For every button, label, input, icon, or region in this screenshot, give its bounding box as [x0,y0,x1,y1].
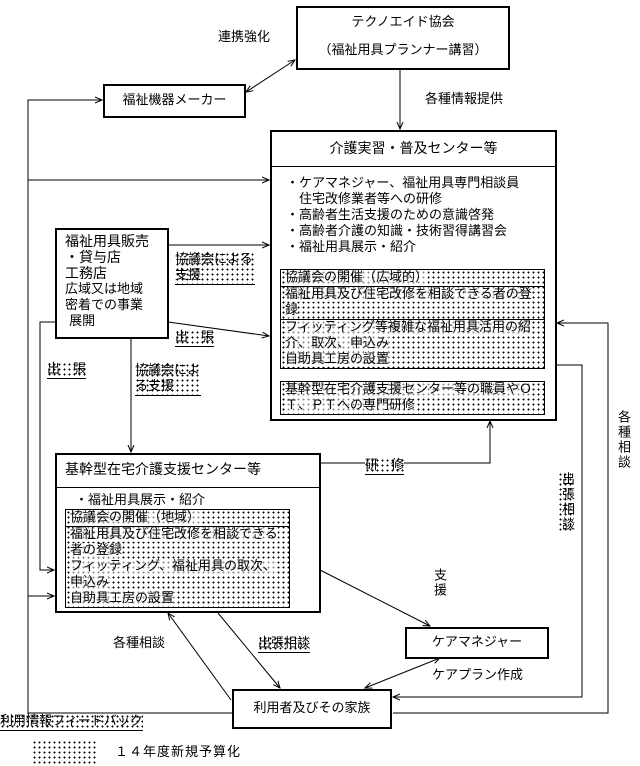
kyogikai-support-label-1: 協議会による支援 [175,252,255,285]
shop-line: 密着での事業 [65,298,144,313]
feedback-label: 利用情報フィードバック [0,714,143,731]
shop-line: ・貸与店 [65,250,121,266]
kaigo-bullet: ・福祉用具展示・紹介 [286,240,417,255]
kaigo-new-items: 協議会の開催（広域的） 福祉用具及び住宅改修を相談できる者の登録 フィッティング… [280,269,545,369]
kaigo-bullet: ・高齢者介護の知識・技術習得講習会 [286,224,508,239]
kaigo-bullet: 住宅改修業者等への研修 [286,192,443,207]
new-item: 協議会の開催（地域） [70,510,201,525]
new-item: フィッティング、福祉用具の取次、申込み [70,559,277,590]
shucho-sodan-right-label: 出張相談 [558,472,574,532]
kenshu-arrow [320,421,490,464]
new-item: 協議会の開催（広域的） [285,270,429,285]
new-item: 福祉用具及び住宅改修を相談できる者の登録 [285,287,532,318]
shutcho-label-2: 出 張 [47,362,87,379]
careplan-label: ケアプラン作成 [432,668,524,683]
care-manager-label: ケアマネジャー [431,635,523,650]
kaigo-new-items-2: 基幹型在宅介護支援センター等の職員やＯＴ、ＰＴへの専門研修 [280,381,545,415]
renkei-label: 連携強化 [218,30,271,45]
kakushu-sodan-left-label: 各種相談 [113,636,166,651]
shop-line: 福祉用具販売 [65,234,149,250]
info-label: 各種情報提供 [425,92,504,107]
maker-label: 福祉機器メーカー [122,93,227,108]
shien-arrow [319,569,430,626]
new-item: 自助具工房の設置 [285,352,390,367]
shop-line: 広域又は地域 [65,282,144,297]
kakushu-sodan-arrow [168,613,232,701]
kakushu-sodan-right-label: 各種相談 [615,410,630,470]
new-item: フィッティング等複雑な福祉用具活用の紹介、取次、申込み [285,320,531,351]
kyogikai-support-label-2: 協議会による支援 [135,363,201,396]
left-outer-line [27,100,102,716]
kikan-center-title: 基幹型在宅介護支援センター等 [57,455,319,488]
shop-box: 福祉用具販売 ・貸与店 工務店 広域又は地域 密着での事業 展開 [55,228,169,339]
kaigo-center-box: 介護実習・普及センター等 ・ケアマネジャー、福祉用具専門相談員 住宅改修業者等へ… [270,130,557,421]
careplan-link [365,658,440,688]
shop-left-arrow [39,321,55,570]
new-item: 自助具工房の設置 [70,591,175,606]
care-manager-box: ケアマネジャー [405,627,549,659]
user-family-box: 利用者及びその家族 [232,689,392,729]
shop-line: 工務店 [65,266,107,282]
user-family-label: 利用者及びその家族 [253,701,371,716]
shucho-sodan-arrow [217,612,280,688]
maker-box: 福祉機器メーカー [103,84,246,118]
technoaid-title: テクノエイド協会 [351,15,455,30]
technoaid-subtitle: （福祉用具プランナー講習） [318,43,488,58]
shien-label: 支援 [431,568,446,598]
right-outer-arrow [393,323,609,714]
kenshu-label: 研 修 [365,458,405,475]
kikan-bullet: ・福祉用具展示・紹介 [75,493,206,508]
shucho-sodan-left-label: 出張相談 [258,636,311,653]
kaigo-bullet: ・ケアマネジャー、福祉用具専門相談員 [286,176,520,191]
legend-swatch [32,740,96,764]
kikan-center-box: 基幹型在宅介護支援センター等 ・福祉用具展示・紹介 協議会の開催（地域） 福祉用… [55,453,321,613]
shop-shutcho-arrow [167,321,269,336]
technoaid-box: テクノエイド協会 （福祉用具プランナー講習） [296,6,510,70]
maker-technoaid-link [246,60,295,92]
shutcho-label-1: 出 張 [175,330,215,347]
legend-label: １４年度新規予算化 [115,745,242,760]
kikan-new-items: 協議会の開催（地域） 福祉用具及び住宅改修を相談できる者の登録フィッティング、福… [65,509,290,608]
shop-line: 展開 [65,314,96,329]
right-inner-arrow [393,364,583,697]
kaigo-bullet: ・高齢者生活支援のための意識啓発 [286,208,495,223]
kaigo-center-title: 介護実習・普及センター等 [272,132,555,167]
new-item: 基幹型在宅介護支援センター等の職員やＯＴ、ＰＴへの専門研修 [285,382,533,413]
new-item: 福祉用具及び住宅改修を相談できる者の登録 [70,527,278,558]
